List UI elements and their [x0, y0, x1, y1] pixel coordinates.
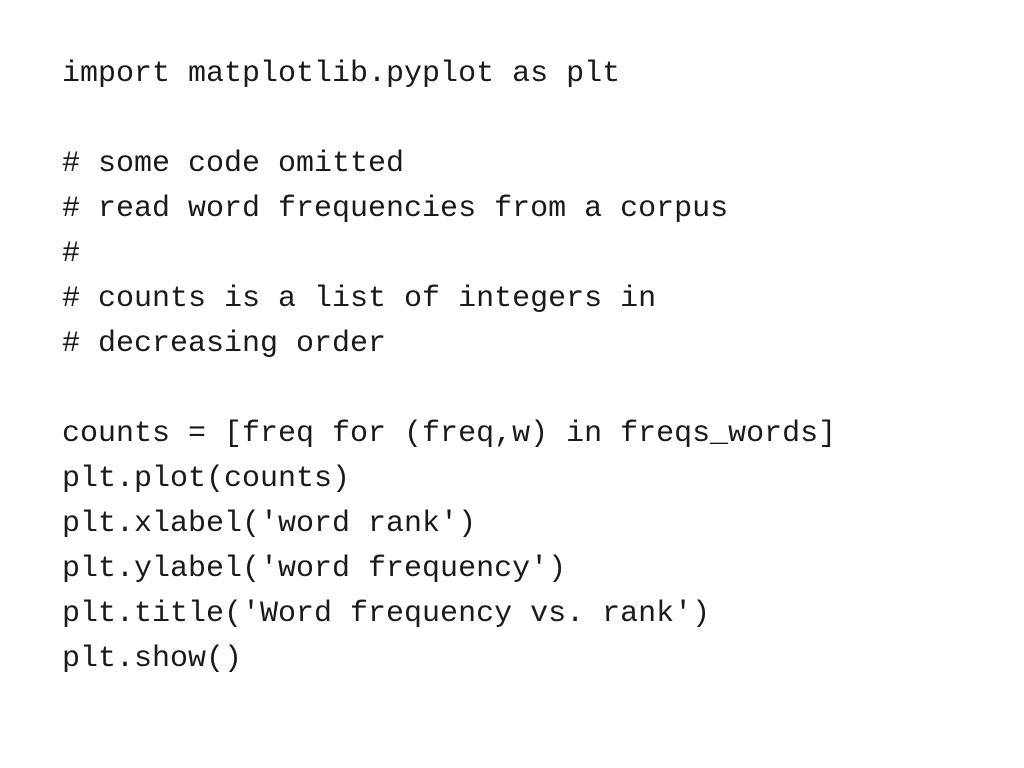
code-line-ylabel: plt.ylabel('word frequency') [62, 552, 567, 586]
code-block: import matplotlib.pyplot as plt # some c… [62, 52, 836, 682]
code-line-comment-counts: # counts is a list of integers in [62, 282, 657, 316]
code-line-plot: plt.plot(counts) [62, 462, 351, 496]
code-line-comment-read: # read word frequencies from a corpus [62, 192, 729, 226]
code-line-xlabel: plt.xlabel('word rank') [62, 507, 477, 541]
code-line-comment-order: # decreasing order [62, 327, 387, 361]
code-line-blank [62, 97, 836, 142]
code-line-title: plt.title('Word frequency vs. rank') [62, 597, 711, 631]
code-line-comment-omitted: # some code omitted [62, 147, 405, 181]
code-line-blank [62, 367, 836, 412]
code-line-show: plt.show() [62, 642, 243, 676]
code-line-counts-assign: counts = [freq for (freq,w) in freqs_wor… [62, 417, 837, 451]
code-line-comment-hash: # [62, 237, 81, 271]
code-line-import: import matplotlib.pyplot as plt [62, 57, 621, 91]
